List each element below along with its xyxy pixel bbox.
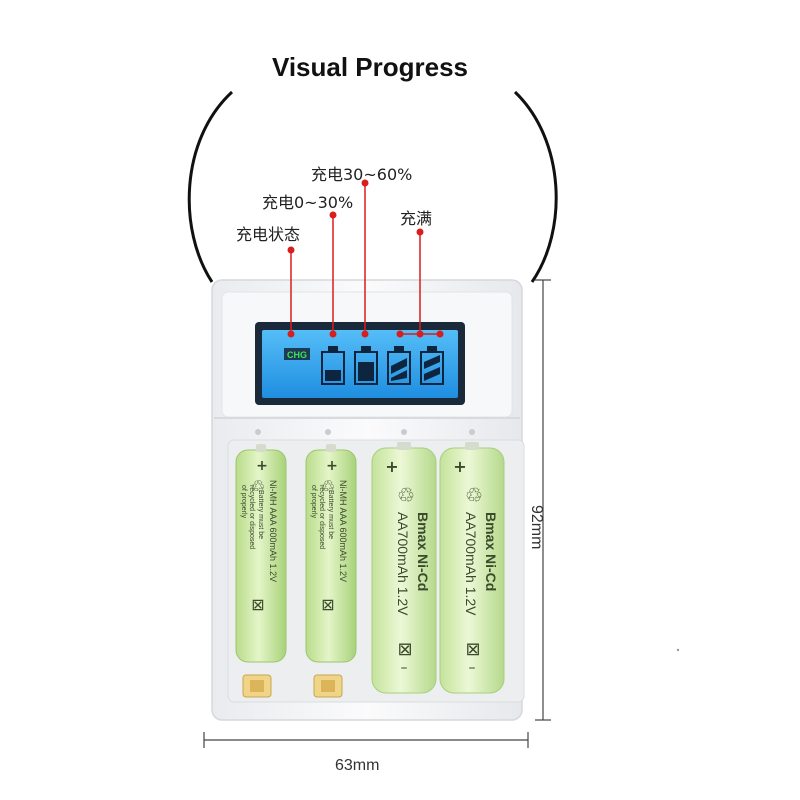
callout-charging-0-30: 充电0~30%	[262, 193, 354, 212]
battery-4-brand: Bmax Ni-Cd	[483, 512, 499, 591]
callout-charging-status: 充电状态	[236, 225, 301, 244]
svg-text:+: +	[326, 458, 338, 474]
battery-1-recycle-note-3: of properly	[240, 485, 247, 519]
battery-3-brand: Bmax Ni-Cd	[415, 512, 431, 591]
battery-2-recycle-note-3: of properly	[310, 485, 317, 519]
lcd-screen: CHG	[255, 322, 465, 405]
battery-3-spec: AA700mAh 1.2V	[395, 512, 411, 616]
svg-text:–: –	[469, 660, 476, 676]
battery-2-spec: Ni-MH AAA 600mAh 1.2V	[338, 480, 348, 582]
headline: Visual Progress	[271, 52, 469, 82]
battery-aa-4: + ♲ Bmax Ni-Cd AA700mAh 1.2V ⊠ –	[439, 442, 505, 694]
callout-dots	[287, 179, 444, 338]
bin-icon: ⊠	[465, 639, 480, 660]
recycle-icon: ♲	[465, 483, 483, 507]
svg-text:+: +	[385, 457, 398, 476]
bin-icon: ⊠	[321, 595, 334, 614]
battery-aaa-2: + Ni-MH AAA 600mAh 1.2V Battery must be …	[305, 444, 357, 663]
callout-fully-charged: 充满	[400, 209, 433, 228]
battery-1-spec: Ni-MH AAA 600mAh 1.2V	[268, 480, 278, 582]
bin-icon: ⊠	[397, 639, 412, 660]
lcd-battery-icon-2	[354, 346, 378, 385]
battery-1-recycle-note: Battery must be	[257, 490, 264, 539]
svg-text:+: +	[256, 458, 268, 474]
decor-arc-left	[187, 90, 234, 283]
battery-aa-3: + ♲ Bmax Ni-Cd AA700mAh 1.2V ⊠ –	[371, 442, 437, 694]
lcd-battery-icon-3	[387, 346, 411, 385]
battery-aaa-1: + Ni-MH AAA 600mAh 1.2V Battery must be …	[235, 444, 287, 663]
dimension-horizontal	[203, 732, 529, 748]
battery-1-recycle-note-2: recycled or disposed	[248, 485, 255, 549]
dimension-vertical	[535, 279, 551, 721]
recycle-icon: ♲	[321, 477, 335, 496]
battery-2-recycle-note: Battery must be	[327, 490, 334, 539]
battery-4-spec: AA700mAh 1.2V	[463, 512, 479, 616]
chg-indicator: CHG	[287, 350, 307, 360]
width-dimension-label: 63mm	[335, 757, 380, 774]
recycle-icon: ♲	[397, 483, 415, 507]
svg-text:+: +	[453, 457, 466, 476]
decor-arc-right	[513, 90, 558, 283]
callout-charging-30-60: 充电30~60%	[311, 165, 413, 184]
lcd-battery-icon-1	[321, 346, 345, 385]
battery-2-recycle-note-2: recycled or disposed	[318, 485, 325, 549]
bin-icon: ⊠	[251, 595, 264, 614]
lcd-battery-icon-4	[420, 346, 444, 385]
height-dimension-label: 92mm	[528, 505, 545, 550]
recycle-icon: ♲	[251, 477, 265, 496]
svg-text:–: –	[401, 660, 408, 676]
